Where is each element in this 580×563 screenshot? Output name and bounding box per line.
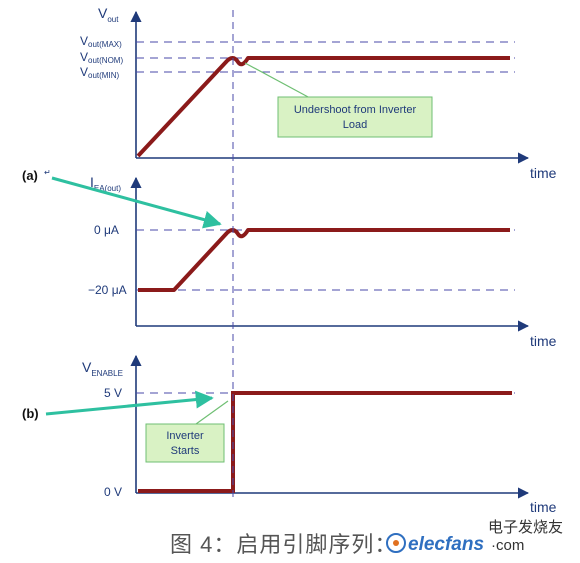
panel-vout: Vout time Vout(MAX) Vout(NOM) Vout(MIN) … <box>80 5 557 181</box>
vout-waveform <box>136 56 510 158</box>
venable-0v-label: 0 V <box>104 485 122 499</box>
venable-y-label: VENABLE <box>82 359 123 378</box>
inverter-callout-line1: Inverter <box>166 430 204 442</box>
iea-neg20-label: −20 μA <box>88 283 127 297</box>
panel-iea: IEA(out) time 0 μA −20 μA (a) ↵ <box>22 168 557 349</box>
vout-y-label: Vout <box>98 5 119 24</box>
panel-venable: VENABLE time 5 V 0 V (b) Inverter Starts <box>22 354 557 515</box>
inverter-pointer <box>195 400 229 425</box>
venable-5v-label: 5 V <box>104 386 122 400</box>
watermark-cn: 电子发烧友 <box>488 519 563 536</box>
vout-min-label: Vout(MIN) <box>80 65 119 80</box>
marker-a-return: ↵ <box>44 168 51 177</box>
arrow-a <box>51 176 222 229</box>
venable-x-label: time <box>530 499 557 515</box>
undershoot-callout-line2: Load <box>343 119 367 131</box>
iea-waveform <box>138 228 510 292</box>
undershoot-pointer <box>244 62 311 99</box>
vout-x-label: time <box>530 165 557 181</box>
marker-b: (b) <box>22 406 39 421</box>
marker-a: (a) <box>22 168 38 183</box>
arrow-b <box>45 390 214 416</box>
undershoot-callout <box>277 96 433 138</box>
inverter-callout <box>145 423 225 463</box>
figure-caption: 图 4：启用引脚序列： <box>170 532 397 557</box>
watermark-logo-dot-icon <box>393 540 399 546</box>
iea-x-label: time <box>530 333 557 349</box>
watermark-domain: ·com <box>491 537 524 554</box>
iea-y-label: IEA(out) <box>90 174 121 193</box>
inverter-callout-line2: Starts <box>171 445 200 457</box>
vout-nom-label: Vout(NOM) <box>80 50 123 65</box>
watermark: elecfans ·com 电子发烧友 <box>386 519 563 555</box>
vout-max-label: Vout(MAX) <box>80 34 122 49</box>
watermark-brand: elecfans <box>408 534 484 555</box>
watermark-logo-icon <box>386 533 406 553</box>
undershoot-callout-line1: Undershoot from Inverter <box>294 104 417 116</box>
iea-zero-label: 0 μA <box>94 223 119 237</box>
